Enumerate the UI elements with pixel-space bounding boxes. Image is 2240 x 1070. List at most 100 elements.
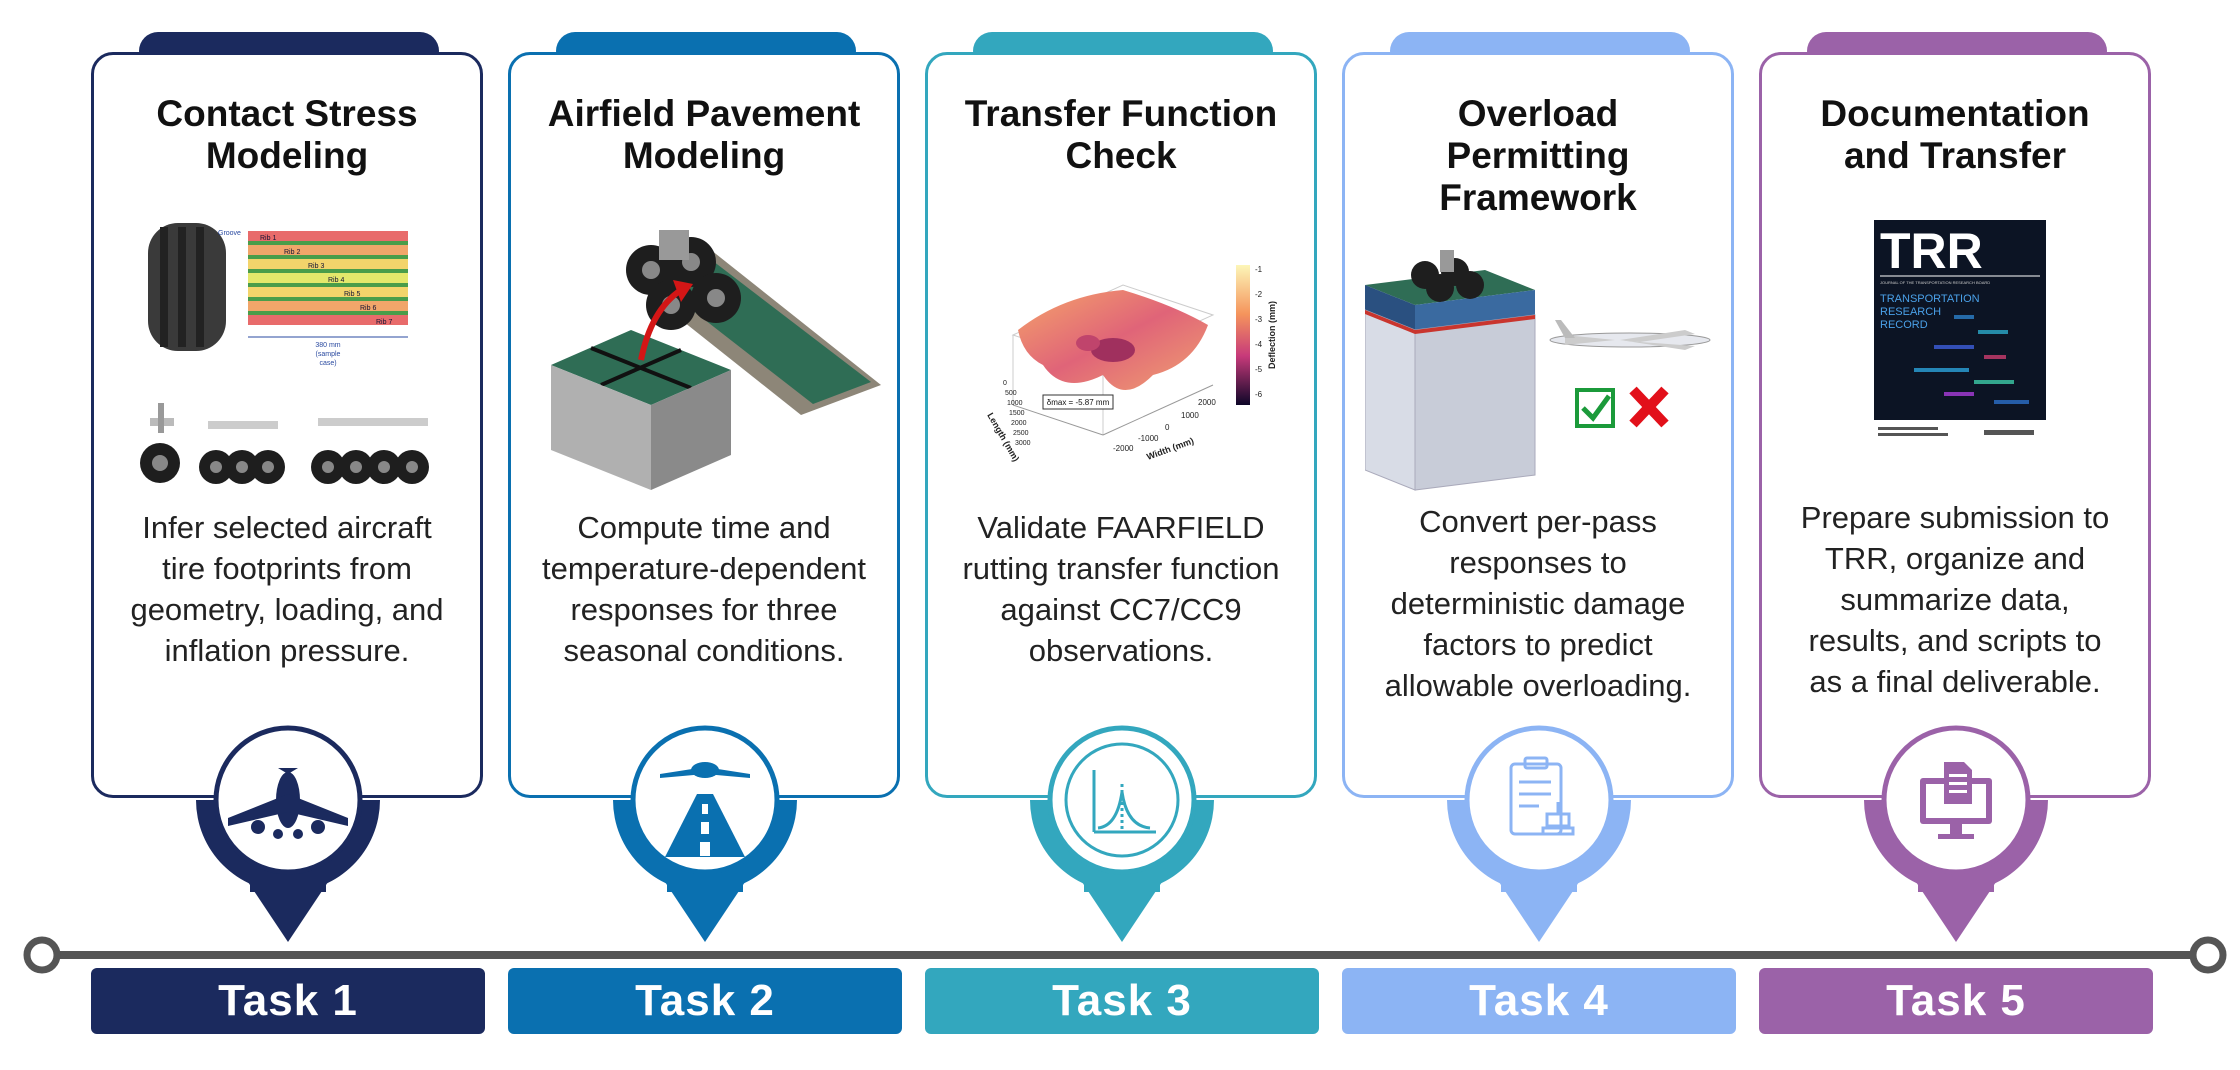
runway-icon [660,762,750,857]
description-line: rutting transfer function [962,551,1280,586]
y-tick: 1000 [1007,400,1023,407]
task-1-description: Infer selected aircraft tire footprints … [94,507,480,671]
colorbar-tick: -2 [1255,290,1263,299]
task-4-title: Overload Permitting Framework [1345,93,1731,219]
description-line: responses for three [570,592,838,627]
task-1-medallion [196,725,380,942]
task-2-card: Airfield Pavement Modeling Compute time … [508,52,900,798]
y-tick: 3000 [1015,440,1031,447]
max-deflection-annotation: δmax = -5.87 mm [1047,398,1110,407]
cross-icon [1629,386,1669,428]
task-3-title: Transfer Function Check [928,93,1314,177]
airplane-icon [228,768,348,839]
journal-name-line: RESEARCH [1880,306,1941,318]
task-5-title: Documentation and Transfer [1762,93,2148,177]
y-tick: 2500 [1013,430,1029,437]
task-5-medallion [1864,725,2048,942]
rib-label: Rib 1 [260,235,276,242]
description-line: inflation pressure. [164,633,410,668]
y-tick: 2000 [1011,420,1027,427]
y-tick: 0 [1003,380,1007,387]
task-4-label: Task 4 [1342,968,1736,1034]
description-line: tire footprints from [162,551,412,586]
tire-footprint-figure: Rib 1 Rib 2 Rib 3 Rib 4 Rib 5 Rib 6 Rib … [140,223,429,484]
description-line: responses to [1449,545,1627,580]
journal-header: JOURNAL OF THE TRANSPORTATION RESEARCH B… [1880,280,1990,285]
task-1-label: Task 1 [91,968,485,1034]
task-4-medallion [1447,725,1631,942]
description-line: as a final deliverable. [1809,664,2101,699]
task-3-medallion [1030,725,1214,942]
rib-label: Rib 4 [328,277,344,284]
task-5-label: Task 5 [1759,968,2153,1034]
distribution-chart-icon [1092,770,1156,834]
description-line: deterministic damage [1390,586,1686,621]
colorbar-tick: -4 [1255,340,1263,349]
task-2-title-line: Airfield Pavement [547,93,861,134]
rib-label: Rib 2 [284,249,300,256]
task-4-card: Overload Permitting Framework [1342,52,1734,798]
colorbar-tick: -3 [1255,315,1263,324]
description-line: allowable overloading. [1384,668,1692,703]
description-line: geometry, loading, and [130,592,444,627]
tire-image [148,223,226,351]
description-line: temperature-dependent [541,551,866,586]
task-1-card: Contact Stress Modeling Rib 1 Rib 2 Rib … [91,52,483,798]
x-tick: 0 [1165,423,1170,432]
task-5-title-line: Documentation [1820,93,2090,134]
x-tick: 2000 [1198,398,1216,407]
y-axis-label: Length (mm) [985,411,1021,463]
trr-journal-cover: TRR JOURNAL OF THE TRANSPORTATION RESEAR… [1874,220,2046,450]
task-5-card: Documentation and Transfer TRR JOURNAL O… [1759,52,2151,798]
x-tick: -1000 [1138,434,1159,443]
landing-gear-images [140,403,429,484]
width-note: case) [319,360,336,367]
y-tick: 1500 [1009,410,1025,417]
description-line: observations. [1028,633,1214,668]
journal-name-line: TRANSPORTATION [1880,293,1980,305]
task-1-title-line: Modeling [205,135,369,176]
task-1-title: Contact Stress Modeling [94,93,480,177]
overload-figure [1365,250,1711,491]
clipboard-stamp-icon [1509,756,1575,836]
task-4-description: Convert per-pass responses to determinis… [1345,501,1731,706]
task-2-label: Task 2 [508,968,902,1034]
rib-label: Rib 5 [344,291,360,298]
aircraft-image [1549,320,1711,350]
width-note: 380 mm [315,342,340,349]
colorbar-tick: -6 [1255,390,1263,399]
computer-document-icon [1920,762,1992,839]
rib-label: Rib 7 [376,319,392,326]
groove-label: Groove [218,230,241,237]
description-line: results, and scripts to [1808,623,2102,658]
task-2-title: Airfield Pavement Modeling [511,93,897,177]
task-4-title-line: Framework [1439,177,1637,218]
description-line: factors to predict [1423,627,1653,662]
task-1-title-line: Contact Stress [156,93,418,134]
rib-label: Rib 3 [308,263,324,270]
description-line: seasonal conditions. [563,633,845,668]
task-5-description: Prepare submission to TRR, organize and … [1762,497,2148,702]
task-3-title-line: Transfer Function [964,93,1278,134]
width-note: (sample [316,351,341,358]
description-line: summarize data, [1840,582,2070,617]
task-4-title-line: Overload [1457,93,1619,134]
footprint-diagram [248,231,408,325]
task-2-title-line: Modeling [622,135,786,176]
journal-abbrev: TRR [1880,223,1983,279]
description-line: Compute time and [577,510,831,545]
task-4-title-line: Permitting [1446,135,1630,176]
description-line: Validate FAARFIELD [977,510,1265,545]
task-3-title-line: Check [1065,135,1177,176]
description-line: Infer selected aircraft [142,510,432,545]
description-line: TRR, organize and [1824,541,2086,576]
colorbar-tick: -5 [1255,365,1263,374]
description-line: Convert per-pass [1419,504,1657,539]
timeline-start-dot [23,936,61,974]
description-line: Prepare submission to [1800,500,2110,535]
task-2-medallion [613,725,797,942]
deflection-surface-plot: δmax = -5.87 mm -1 -2 -3 -4 -5 -6 Deflec… [985,265,1277,463]
journal-name-line: RECORD [1880,319,1928,331]
task-3-card: Transfer Function Check δ [925,52,1317,798]
rib-label: Rib 6 [360,305,376,312]
